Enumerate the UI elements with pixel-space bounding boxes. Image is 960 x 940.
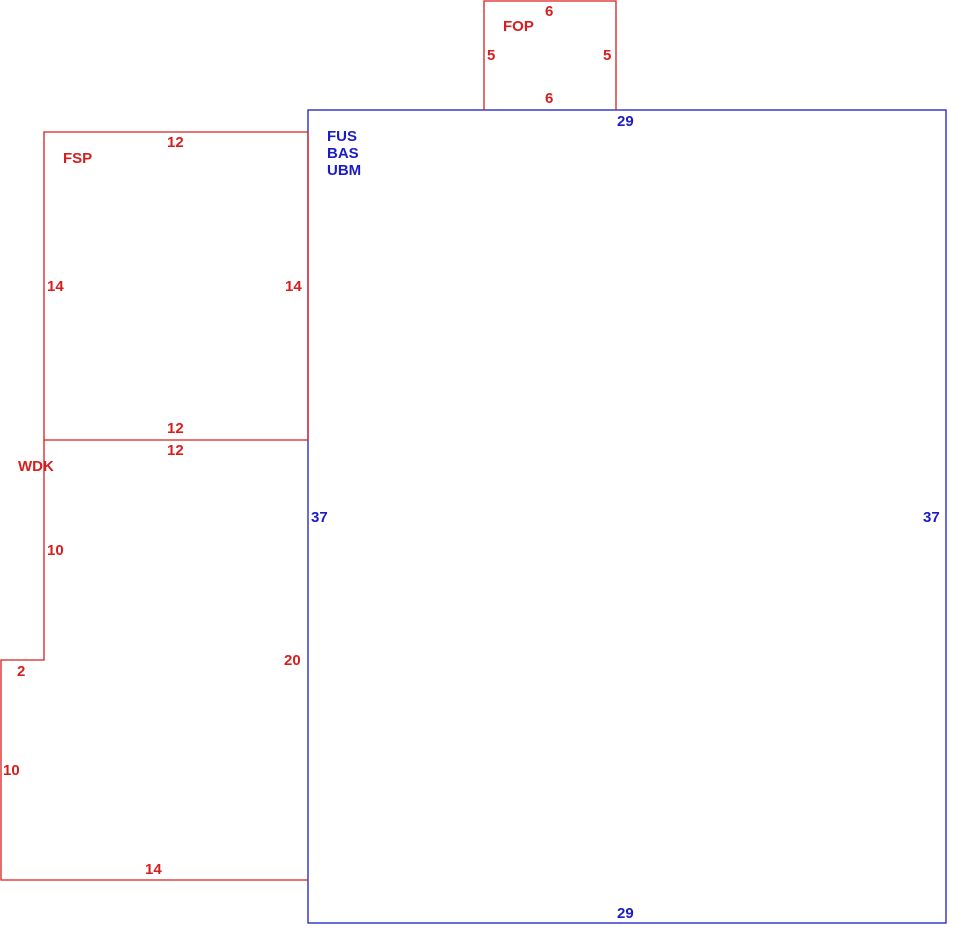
wdk-bottom-dim: 14 [145, 861, 162, 878]
fop-code-label: FOP [503, 18, 534, 35]
fop-bottom-dim: 6 [545, 90, 553, 107]
fsp-left-dim: 14 [47, 278, 64, 295]
fsp-right-dim: 14 [285, 278, 302, 295]
fop-top-dim: 6 [545, 3, 553, 20]
wdk-step-dim: 2 [17, 663, 25, 680]
main-code-bas: BAS [327, 145, 359, 162]
wdk-left-lower-dim: 10 [3, 762, 20, 779]
main-top-dim: 29 [617, 113, 634, 130]
main-left-dim: 37 [311, 509, 328, 526]
fsp-outline [43, 131, 308, 441]
fsp-code-label: FSP [63, 150, 92, 167]
fop-left-dim: 5 [487, 47, 495, 64]
fsp-top-dim: 12 [167, 134, 184, 151]
fop-outline [483, 0, 617, 110]
main-bottom-dim: 29 [617, 905, 634, 922]
main-right-dim: 37 [923, 509, 940, 526]
main-code-fus: FUS [327, 128, 357, 145]
wdk-left-upper-dim: 10 [47, 542, 64, 559]
fop-right-dim: 5 [603, 47, 611, 64]
fsp-bottom-dim: 12 [167, 420, 184, 437]
wdk-top-dim: 12 [167, 442, 184, 459]
wdk-outline [0, 440, 308, 881]
main-building-outline [307, 109, 947, 924]
wdk-right-dim: 20 [284, 652, 301, 669]
main-code-ubm: UBM [327, 162, 361, 179]
wdk-code-label: WDK [18, 458, 54, 475]
